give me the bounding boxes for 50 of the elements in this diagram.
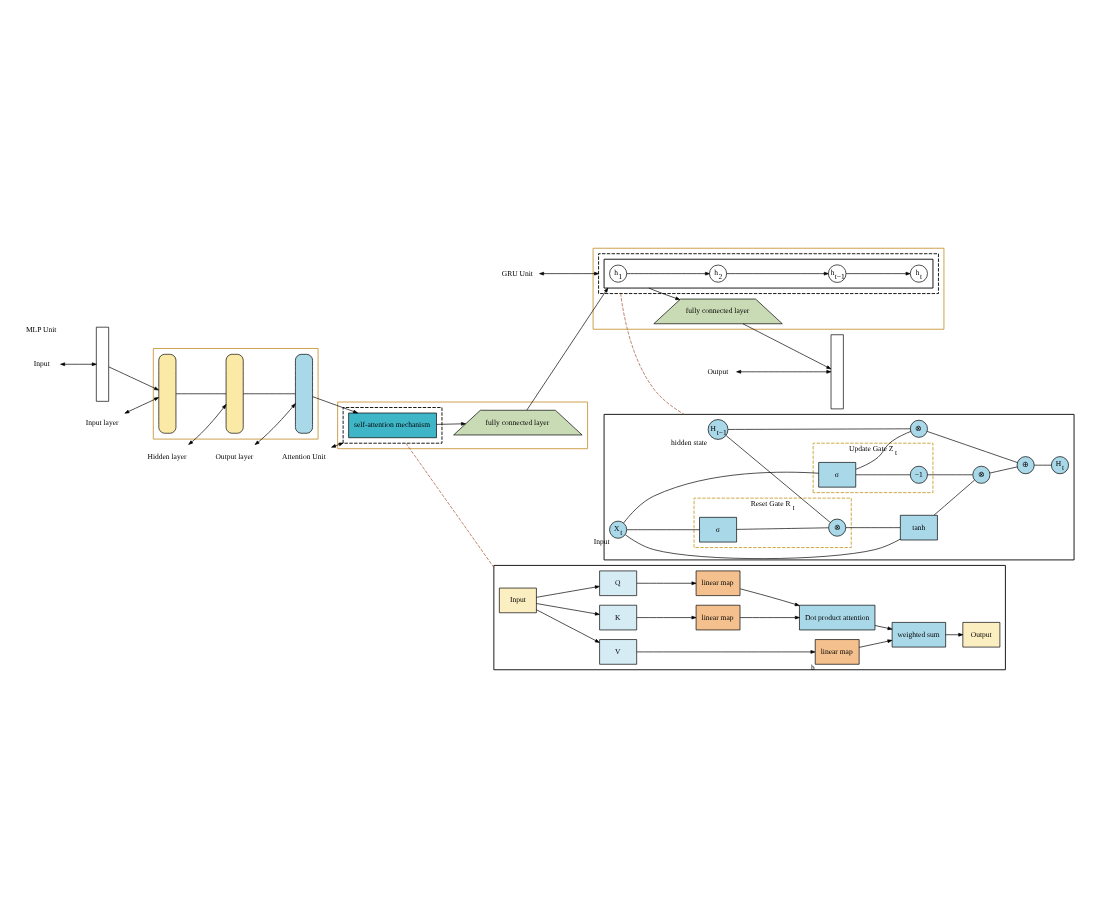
arrow [626,270,710,275]
connector [625,533,901,558]
arrow [108,365,159,390]
connector [855,430,912,469]
arrow [536,608,600,642]
connector [736,526,829,529]
connector [926,430,1018,462]
connector [855,473,911,475]
arrow [254,402,296,444]
arrow [312,395,358,413]
cluster [493,563,1006,670]
arrow [739,587,800,606]
arrow [536,584,600,597]
node-bar [225,352,244,433]
arrow [636,649,816,653]
connector [1033,463,1052,465]
connector [845,526,901,527]
arrow [736,369,832,373]
connector [933,478,975,515]
arrow [188,403,227,444]
connector [626,528,700,530]
connector [727,427,911,429]
arrow [636,614,697,619]
node-bar [158,352,177,433]
node-box [830,333,844,409]
arrow [636,580,697,585]
arrow [726,270,829,275]
connector [623,470,819,523]
arrow [874,624,893,630]
arrow [742,322,832,369]
node-box [95,325,110,401]
connector [725,434,831,522]
arrow [536,602,600,615]
connector [620,292,685,414]
arrow [739,614,800,619]
connector [243,392,296,394]
arrow [858,638,893,647]
arrow [124,396,159,413]
connector [405,441,495,567]
connector [927,473,974,475]
arrow [845,270,911,275]
connector [989,465,1018,473]
arrow [648,286,681,299]
arrow [60,361,97,366]
arrow [539,270,599,275]
node-bar [295,352,313,433]
arrow [945,631,964,636]
arrow [526,286,609,410]
arrow [436,421,466,425]
arrow [331,441,344,447]
